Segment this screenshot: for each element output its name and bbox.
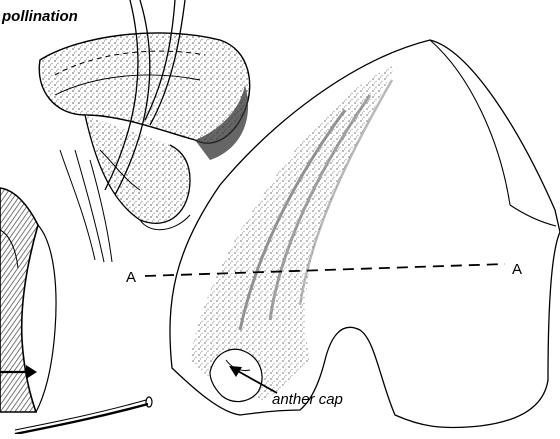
section-label-left: A: [126, 269, 136, 286]
hatched-section-fragment: [0, 188, 56, 412]
section-label-right: A: [512, 261, 522, 278]
figure-title: pollination: [1, 8, 78, 25]
callout-label: anther cap: [272, 391, 343, 408]
